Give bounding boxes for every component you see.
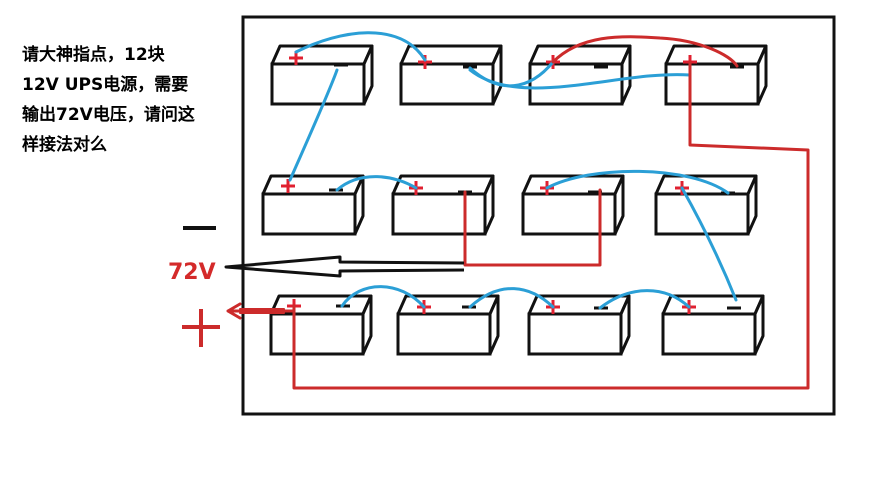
battery-1 (270, 44, 374, 106)
question-line-1: 请大神指点，12块 (22, 45, 165, 65)
question-line-2: 12V UPS电源，需要 (22, 75, 189, 95)
wire-b6-b7 (463, 188, 602, 267)
battery-2 (399, 44, 503, 106)
wire-b3-b4-red (551, 35, 739, 68)
wire-b1-b5 (288, 68, 339, 182)
wire-b11-b12 (598, 289, 691, 310)
battery-8 (654, 174, 758, 236)
question-line-4: 样接法对么 (22, 135, 107, 155)
output-labels: 72V (168, 226, 220, 347)
wire-b9-b10 (340, 285, 426, 309)
battery-enclosure (241, 15, 836, 416)
blue-wires (288, 31, 738, 310)
battery-9 (269, 294, 373, 356)
wire-b8-b12 (680, 186, 738, 302)
output-voltage-label: 72V (168, 260, 216, 285)
wire-b3-b4 (468, 68, 692, 90)
negative-output-arrow (224, 255, 465, 278)
wire-b1-b2 (294, 31, 427, 62)
question-line-3: 输出72V电压，请问这 (22, 105, 195, 125)
battery-5 (261, 174, 365, 236)
battery-12 (661, 294, 765, 356)
battery-10 (396, 294, 500, 356)
wire-b10-b11 (468, 287, 555, 309)
wire-b4-loop (292, 60, 810, 390)
positive-symbol (182, 309, 220, 347)
battery-7 (521, 174, 625, 236)
question-text: 请大神指点，12块 12V UPS电源，需要 输出72V电压，请问这 样接法对么 (22, 40, 242, 160)
battery-11 (527, 294, 631, 356)
battery-3 (528, 44, 632, 106)
wire-b5-b6 (335, 175, 418, 192)
red-wires (226, 35, 810, 390)
wire-b7-b8 (545, 169, 730, 195)
